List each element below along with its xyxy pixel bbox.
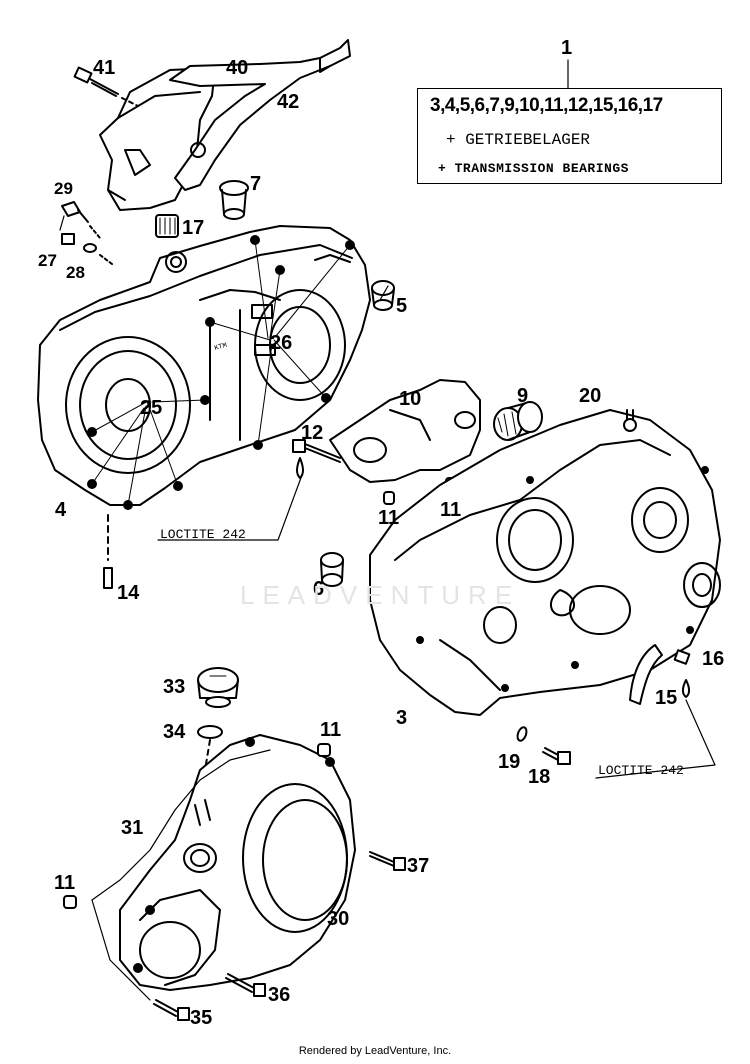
loctite-note-left: LOCTITE 242 [160,527,246,542]
screw-part-12 [292,439,341,479]
bushing-part-6 [320,552,344,587]
bolt-part-35 [153,999,190,1021]
kit-line-en: + TRANSMISSION BEARINGS [438,161,629,176]
bearing-part-9 [493,401,543,441]
callout-10: 10 [399,388,422,410]
retainer-plate-part-10 [329,379,481,483]
bolt-part-41 [73,66,139,107]
oil-plug-part-33 [197,667,239,708]
callout-25: 25 [140,397,163,419]
bearing-part-17 [155,214,179,238]
callout-14: 14 [117,582,140,604]
callout-11-b: 11 [440,499,462,521]
screw-part-29 [61,201,101,239]
svg-text:KTM: KTM [214,342,228,353]
callout-16: 16 [702,648,725,670]
callout-12: 12 [301,422,324,444]
washer-part-28 [83,243,113,265]
callout-11-c: 11 [320,719,342,741]
bolt-part-37 [369,851,406,871]
callout-42: 42 [277,91,300,113]
callout-9: 9 [517,385,529,407]
kit-contents-box: 3,4,5,6,7,9,10,11,12,15,16,17 + GETRIEBE… [417,88,722,184]
callout-15: 15 [655,687,678,709]
clutch-cover-part-30 [119,734,356,991]
callout-29: 29 [54,179,73,198]
callout-4: 4 [55,499,67,521]
callout-35: 35 [190,1007,213,1029]
dowel-part-11-d [63,895,77,909]
leader-lines [59,59,716,779]
callout-20: 20 [579,385,602,407]
plug-part-27 [61,233,75,245]
callout-37: 37 [407,855,430,877]
oring-part-19 [516,726,528,742]
crankcase-left-part-4: KTM [37,225,371,510]
crankcase-right-part-3 [369,409,721,716]
callout-27: 27 [38,251,57,270]
bushing-part-7 [219,180,249,220]
callout-5: 5 [396,295,408,317]
callout-33: 33 [163,676,186,698]
callout-36: 36 [268,984,291,1006]
callout-3: 3 [396,707,408,729]
callout-26: 26 [270,332,293,354]
callout-18: 18 [528,766,551,788]
kit-line-de: + GETRIEBELAGER [446,131,591,149]
bolt-part-36 [225,973,266,997]
bracket-part-42 [169,39,351,191]
bushing-part-5 [371,280,395,311]
callout-31: 31 [121,817,144,839]
callout-19: 19 [498,751,521,773]
watermark: LEADVENTURE [240,580,521,610]
leader-lines-25-26 [91,239,351,506]
footer-credit: Rendered by LeadVenture, Inc. [298,1045,452,1057]
loctite-note-right: LOCTITE 242 [598,763,684,778]
callout-7: 7 [250,173,262,195]
dowel-part-11-a [383,491,395,505]
callout-34: 34 [163,721,186,743]
dowel-part-11-c [317,743,331,757]
kit-parts-list: 3,4,5,6,7,9,10,11,12,15,16,17 [430,95,663,116]
screw-part-16 [673,649,691,698]
callout-41: 41 [93,57,116,79]
callout-11-d: 11 [54,872,76,894]
callout-40: 40 [226,57,249,79]
callout-30: 30 [327,908,350,930]
gasket-part-31 [91,749,271,1001]
callout-28: 28 [66,263,85,282]
clip-part-15 [629,644,663,705]
callout-17: 17 [182,217,205,239]
callout-1: 1 [561,37,573,59]
chain-guard-part-40 [99,67,216,211]
callout-11-a: 11 [378,507,400,529]
screw-part-18 [542,747,571,765]
callout-6: 6 [313,578,325,600]
dowel-part-14 [103,514,113,589]
